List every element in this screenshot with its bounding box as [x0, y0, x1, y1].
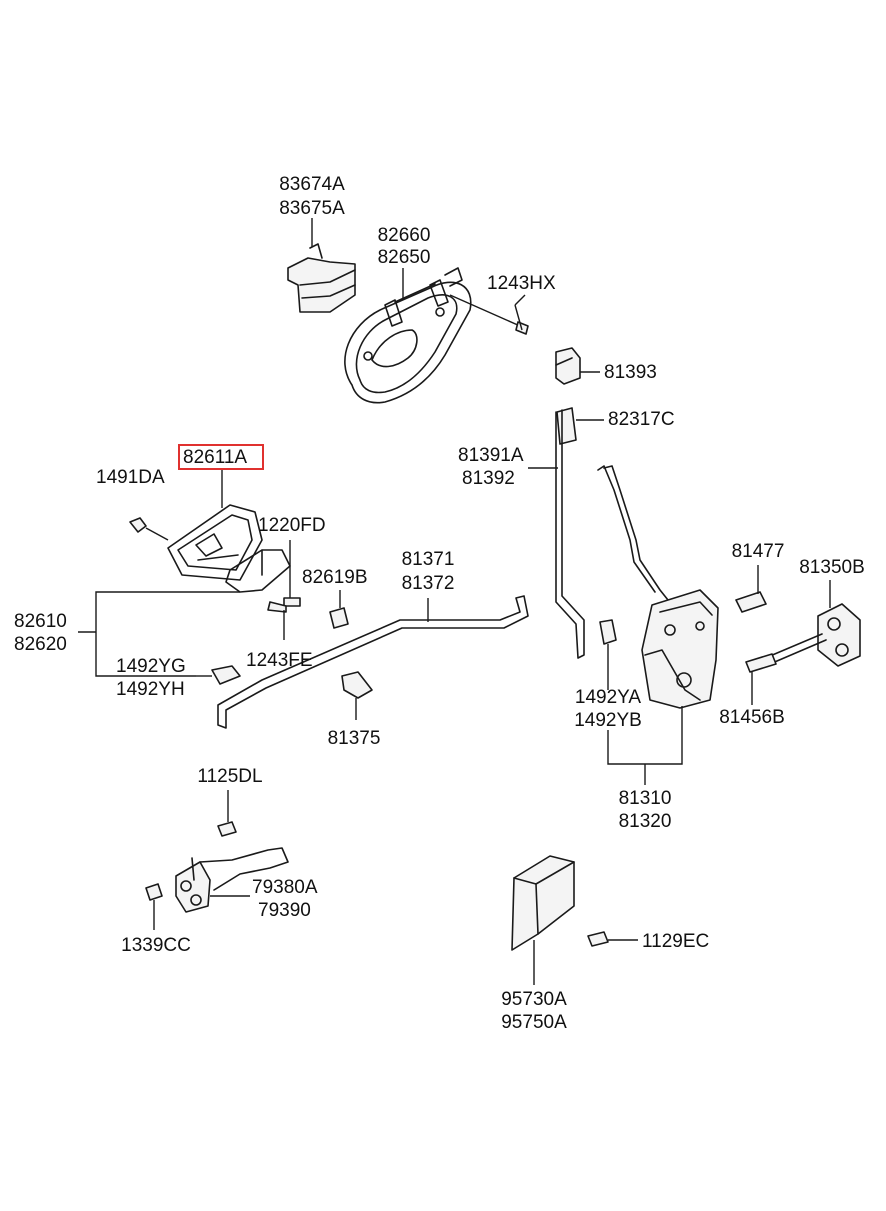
part-label-82619b[interactable]: 82619B	[302, 567, 368, 588]
part-label-1339cc[interactable]: 1339CC	[121, 935, 191, 956]
latch-81310-drawing	[597, 465, 719, 709]
part-label-82317c[interactable]: 82317C	[608, 409, 675, 430]
part-label-81392[interactable]: 81392	[462, 468, 515, 489]
part-label-83674a[interactable]: 83674A	[279, 174, 345, 195]
part-label-1243hx[interactable]: 1243HX	[487, 273, 556, 294]
part-label-95730a[interactable]: 95730A	[501, 989, 567, 1010]
part-label-1220fd[interactable]: 1220FD	[258, 515, 326, 536]
part-label-1492yg[interactable]: 1492YG	[116, 656, 186, 677]
part-label-81477[interactable]: 81477	[731, 541, 785, 562]
clip-83674a-drawing	[287, 218, 356, 313]
screw-1491da-drawing	[129, 517, 169, 541]
part-label-83675a[interactable]: 83675A	[279, 198, 345, 219]
part-label-81391a[interactable]: 81391A	[458, 445, 524, 466]
part-label-1492ya[interactable]: 1492YA	[574, 687, 642, 708]
part-label-79380a[interactable]: 79380A	[252, 877, 318, 898]
part-label-1243fe[interactable]: 1243FE	[246, 650, 313, 671]
module-95730a-drawing	[511, 855, 638, 985]
leader-81310	[607, 706, 683, 785]
part-label-81375[interactable]: 81375	[327, 728, 381, 749]
bolt-81456b-drawing	[745, 653, 777, 705]
leader-82610	[78, 591, 240, 677]
part-label-81456b[interactable]: 81456B	[719, 707, 785, 728]
part-label-82650[interactable]: 82650	[377, 247, 431, 268]
part-label-81350b[interactable]: 81350B	[799, 557, 865, 578]
clip-81375-drawing	[341, 671, 373, 720]
rod-81391a-drawing	[528, 407, 604, 659]
bezel-82610-drawing	[225, 540, 301, 640]
clip-1492yg-drawing	[196, 665, 241, 685]
part-label-1492yh[interactable]: 1492YH	[116, 679, 185, 700]
clip-81393-drawing	[555, 347, 600, 385]
highlight-box-82611a	[178, 444, 264, 470]
part-label-95750a[interactable]: 95750A	[501, 1012, 567, 1033]
outside-handle-82660-drawing	[344, 267, 472, 404]
part-label-81310[interactable]: 81310	[618, 788, 672, 809]
part-label-82620[interactable]: 82620	[14, 634, 67, 655]
part-label-81371[interactable]: 81371	[401, 549, 455, 570]
inside-handle-82611a-drawing	[167, 470, 263, 581]
part-label-82611a[interactable]: 82611A	[183, 447, 248, 468]
part-label-1491da[interactable]: 1491DA	[96, 467, 165, 488]
part-label-82660[interactable]: 82660	[377, 225, 431, 246]
part-label-81320[interactable]: 81320	[618, 811, 672, 832]
cable-81371-drawing	[217, 595, 529, 729]
part-label-1125dl[interactable]: 1125DL	[197, 766, 263, 787]
bolt-81477-drawing	[735, 565, 767, 613]
part-label-79390[interactable]: 79390	[258, 900, 311, 921]
part-label-82610[interactable]: 82610	[14, 611, 67, 632]
screw-1243hx-drawing	[449, 294, 529, 335]
striker-81350b-drawing	[769, 580, 861, 667]
part-label-81393[interactable]: 81393	[604, 362, 657, 383]
part-label-81372[interactable]: 81372	[401, 573, 455, 594]
part-label-1129ec[interactable]: 1129EC	[642, 931, 710, 952]
checker-79380a-drawing	[175, 790, 289, 913]
cap-82619b-drawing	[329, 590, 349, 629]
part-label-1492yb[interactable]: 1492YB	[574, 710, 642, 731]
nut-1339cc-drawing	[145, 883, 163, 930]
